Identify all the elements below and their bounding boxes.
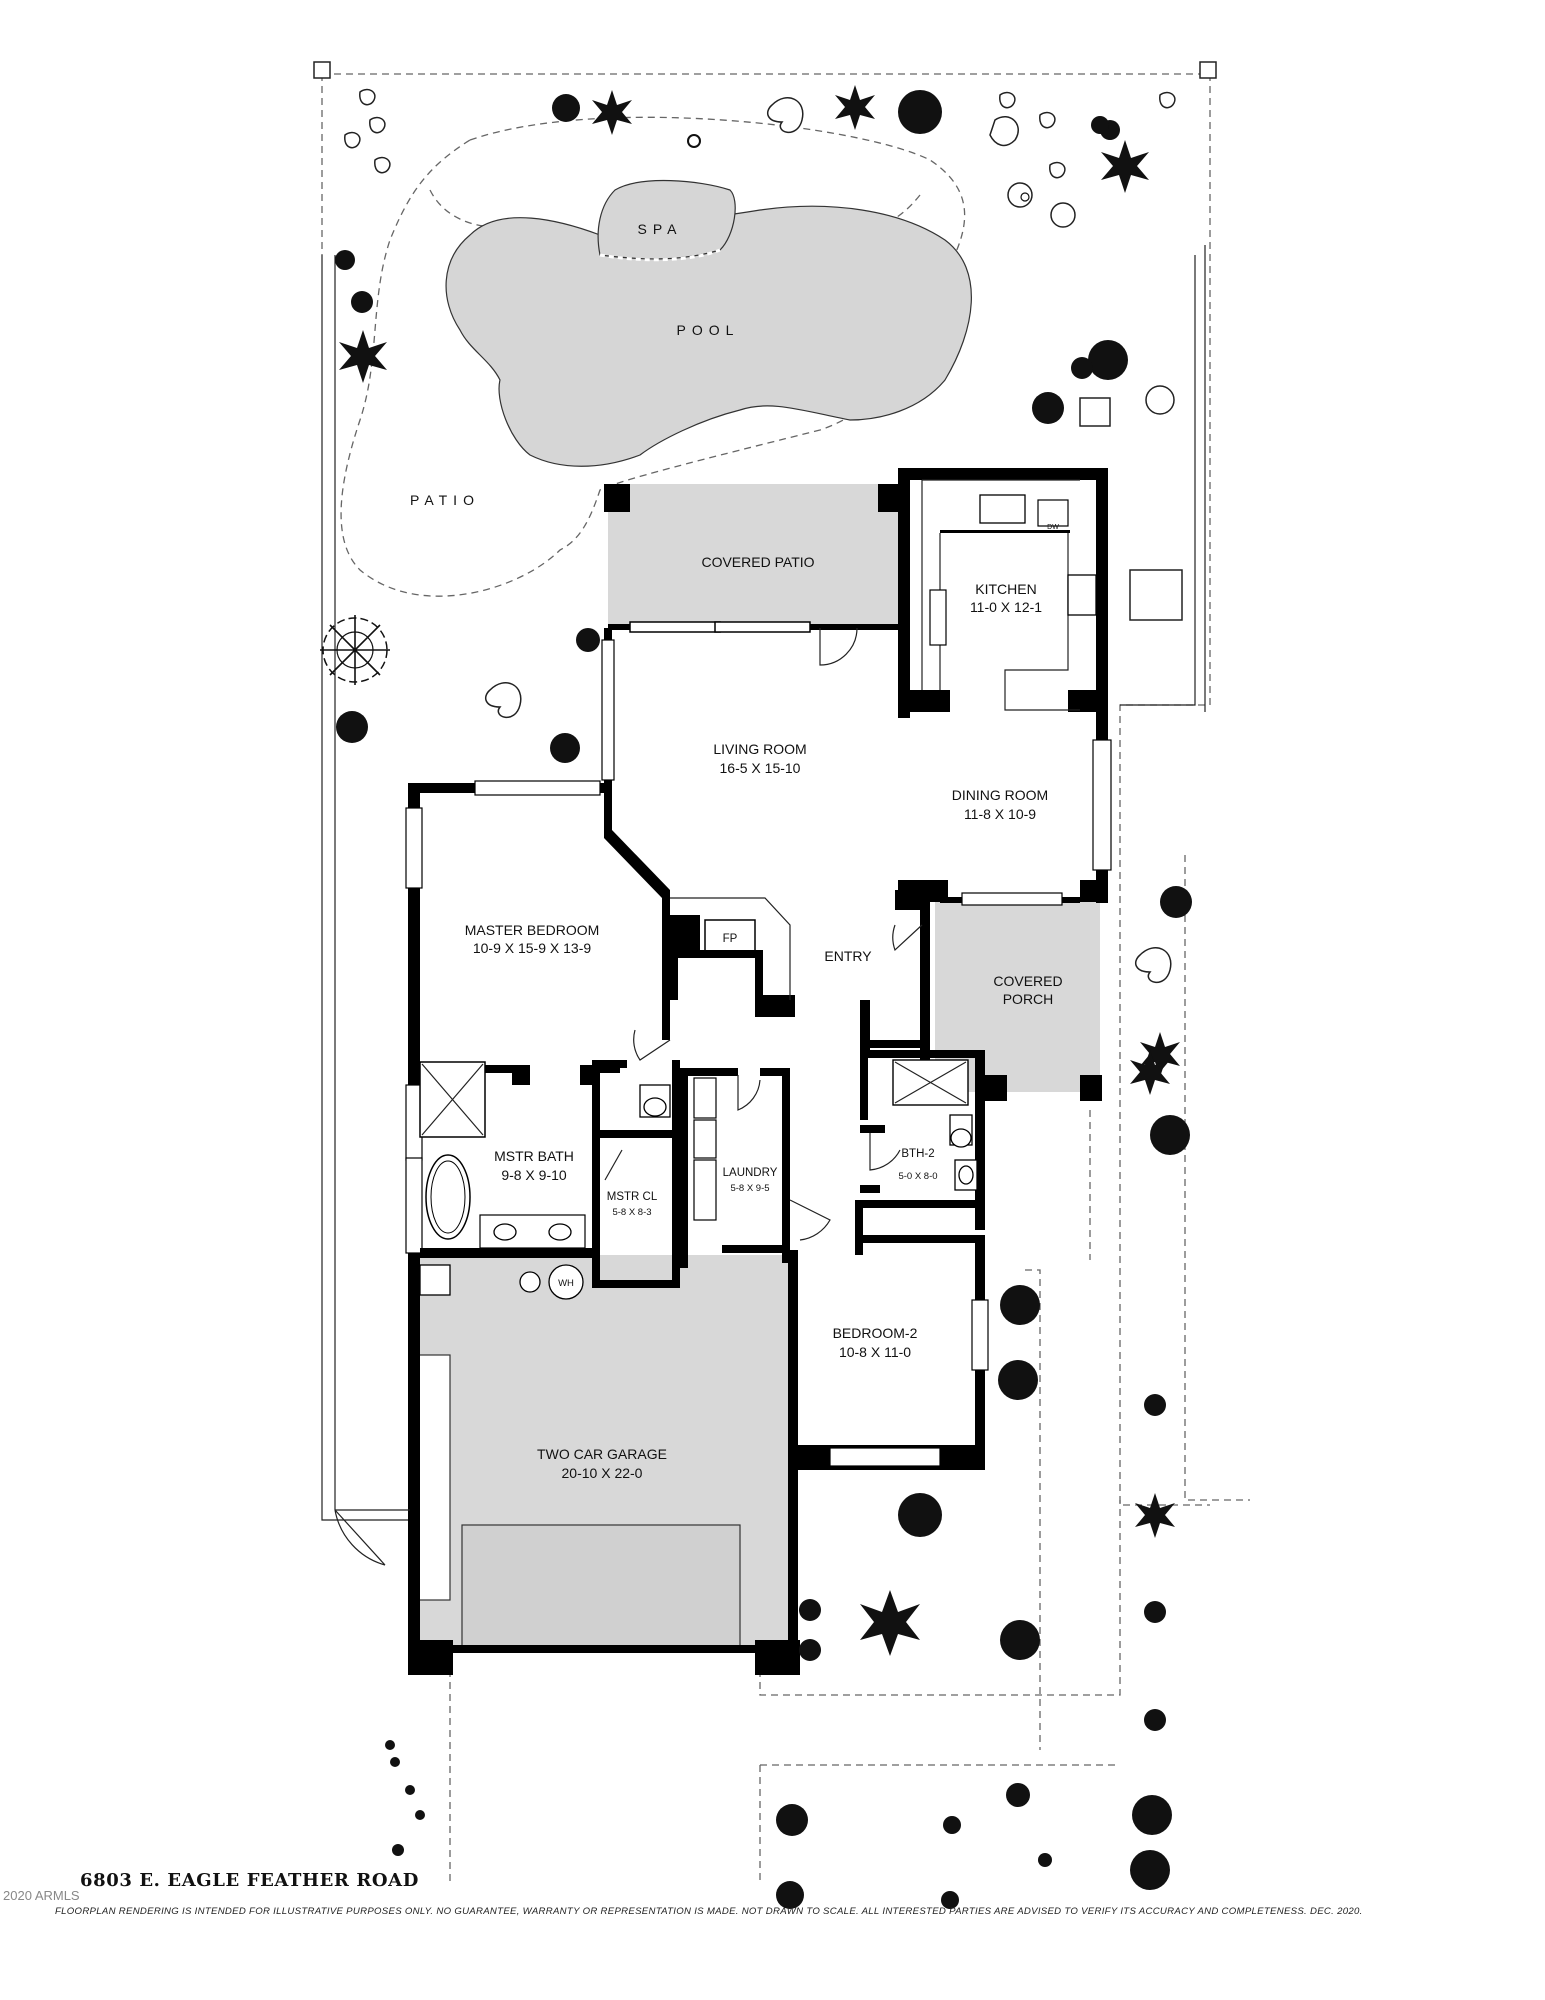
master-bath-size: 9-8 X 9-10 [501,1167,567,1183]
bath-2-size: 5-0 X 8-0 [898,1171,937,1182]
dishwasher-label: DW [1047,524,1059,531]
living-room-label: LIVING ROOM [713,741,806,757]
living-room-size: 16-5 X 15-10 [720,760,801,776]
garage-size: 20-10 X 22-0 [562,1465,643,1481]
covered-patio-label: COVERED PATIO [701,554,814,570]
kitchen-fixtures [921,479,1097,711]
spa-label: SPA [638,221,683,237]
agave [320,615,390,685]
dining-room-size: 11-8 X 10-9 [964,806,1036,822]
master-closet-label: MSTR CL [607,1191,658,1203]
footer: 6803 E. EAGLE FEATHER ROAD FLOORPLAN REN… [3,1870,1363,1917]
kitchen-label: KITCHEN [975,581,1036,597]
pool-label: POOL [677,322,740,338]
master-bedroom-size: 10-9 X 15-9 X 13-9 [473,940,592,956]
covered-patio-floor [608,484,898,628]
dining-room-label: DINING ROOM [952,787,1048,803]
master-bath-label: MSTR BATH [494,1148,574,1164]
disclaimer-text: FLOORPLAN RENDERING IS INTENDED FOR ILLU… [55,1906,1363,1917]
covered-porch-label-1: COVERED [993,973,1062,989]
doors [604,627,923,1241]
garage-label: TWO CAR GARAGE [537,1446,667,1462]
patio-label: PATIO [410,492,480,508]
covered-porch-label-2: PORCH [1003,991,1054,1007]
room-labels: SPA POOL PATIO COVERED PATIO KITCHEN 11-… [410,221,1063,1481]
landscape-plants [320,85,1192,1909]
pool-area [340,116,972,597]
laundry-size: 5-8 X 9-5 [730,1183,769,1194]
fireplace-label: FP [723,933,738,945]
walls [334,468,1112,1675]
spa-shape [597,179,736,260]
laundry-label: LAUNDRY [723,1167,778,1179]
master-bedroom-label: MASTER BEDROOM [465,922,600,938]
kitchen-size: 11-0 X 12-1 [970,599,1042,615]
watermark: 2020 ARMLS [3,1888,80,1903]
property-address-title: 6803 E. EAGLE FEATHER ROAD [80,1870,419,1891]
bath-2-label: BTH-2 [901,1148,934,1160]
floor-fills [417,484,1100,1651]
lot-boundary [313,61,1250,1885]
bedroom-2-label: BEDROOM-2 [833,1325,918,1341]
landscape-rocks [344,88,1183,983]
bedroom-2-size: 10-8 X 11-0 [839,1344,911,1360]
entry-label: ENTRY [824,948,872,964]
master-closet-size: 5-8 X 8-3 [612,1207,651,1218]
water-heater-label: WH [558,1278,574,1289]
